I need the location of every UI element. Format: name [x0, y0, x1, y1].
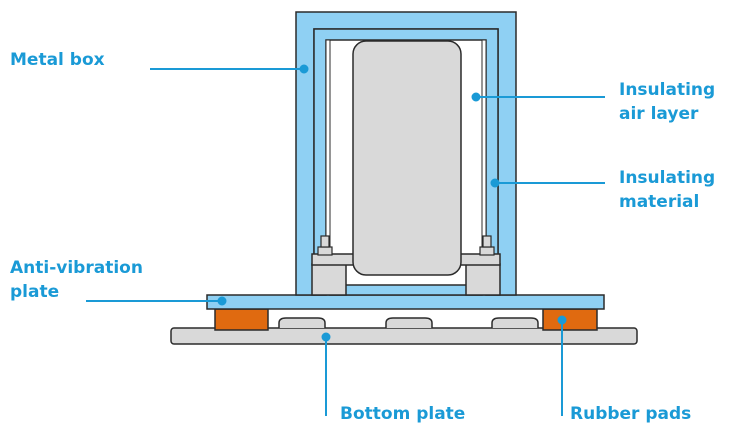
leader-dot-metal-box — [299, 64, 309, 74]
rubber-pad-left — [214, 308, 269, 331]
label-insulating-material-line1: Insulating — [619, 168, 716, 188]
label-insulating-air-layer-line1: Insulating — [619, 80, 716, 100]
anti-vibration-plate — [206, 294, 605, 310]
label-insulating-material-line2: material — [619, 192, 700, 212]
label-rubber-pads: Rubber pads — [570, 402, 691, 426]
leader-dot-insulating-air-layer — [471, 92, 481, 102]
label-anti-vibration-plate-line2: plate — [10, 282, 60, 302]
rubber-pad-right — [542, 308, 598, 331]
device-body — [352, 40, 462, 276]
bolt-head-left — [317, 246, 333, 256]
label-insulating-air-layer: Insulating air layer — [619, 78, 715, 126]
support-block-right — [465, 263, 501, 296]
label-anti-vibration-plate: Anti-vibration plate — [10, 256, 143, 304]
label-insulating-air-layer-line2: air layer — [619, 104, 699, 124]
support-block-left — [311, 263, 347, 296]
leader-dot-bottom-plate — [321, 332, 331, 342]
bolt-shaft-left — [320, 235, 330, 248]
bottom-foot-middle — [385, 317, 433, 328]
bottom-crossbar — [329, 284, 483, 296]
bottom-foot-left — [278, 317, 326, 328]
label-anti-vibration-plate-line1: Anti-vibration — [10, 258, 143, 278]
label-bottom-plate-text: Bottom plate — [340, 404, 466, 424]
leader-dot-anti-vibration-plate — [217, 296, 227, 306]
label-metal-box-text: Metal box — [10, 50, 105, 70]
bolt-shaft-right — [482, 235, 492, 248]
bottom-foot-right — [491, 317, 539, 328]
leader-dot-insulating-material — [490, 178, 500, 188]
label-bottom-plate: Bottom plate — [340, 402, 465, 426]
label-metal-box: Metal box — [10, 48, 105, 72]
leader-dot-rubber-pads — [557, 315, 567, 325]
label-rubber-pads-text: Rubber pads — [570, 404, 692, 424]
bolt-head-right — [479, 246, 495, 256]
label-insulating-material: Insulating material — [619, 166, 715, 214]
